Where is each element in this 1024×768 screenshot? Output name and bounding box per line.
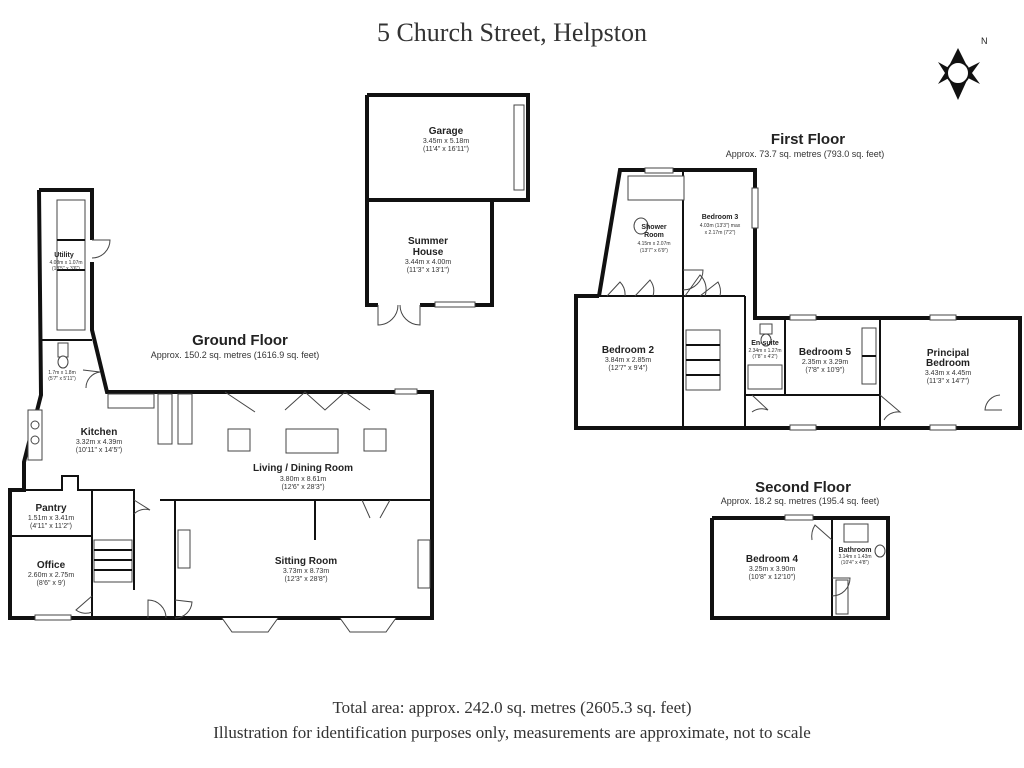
utility-metric: 4.08m x 1.07m	[49, 260, 82, 266]
bedroom-3-name: Bedroom 3	[702, 214, 739, 221]
office-imperial: (8'6" x 9')	[37, 580, 66, 587]
wc-imperial: (5'7" x 5'11")	[48, 376, 76, 382]
kitchen-imperial: (10'11" x 14'5")	[76, 447, 122, 454]
office-name: Office	[37, 560, 66, 571]
bedroom-2-metric: 3.84m x 2.85m	[605, 357, 651, 364]
bedroom-4-name: Bedroom 4	[746, 554, 799, 565]
bedroom-4-metric: 3.25m x 3.90m	[749, 566, 795, 573]
bedroom-5-name: Bedroom 5	[799, 347, 852, 358]
shower-room-name-1: Shower	[641, 224, 667, 231]
en-suite-name: En-suite	[751, 340, 779, 347]
second-floor-walls	[710, 514, 890, 620]
garage-imperial: (11'4" x 16'11")	[423, 146, 469, 153]
kitchen-metric: 3.32m x 4.39m	[76, 439, 122, 446]
summer-house-name-2: House	[413, 247, 444, 258]
bedroom-2-name: Bedroom 2	[602, 345, 655, 356]
bedroom-5-metric: 2.35m x 3.29m	[802, 359, 848, 366]
bedroom-3-imperial: x 2.17m (7'2")	[705, 230, 736, 236]
sitting-room-name: Sitting Room	[275, 556, 337, 567]
en-suite-imperial: (7'8" x 4'2")	[752, 354, 778, 360]
shower-room-name-2: Room	[644, 232, 664, 239]
compass-icon: N	[938, 36, 988, 100]
garage-summer-house	[365, 93, 530, 326]
bedroom-5-imperial: (7'8" x 10'9")	[805, 367, 844, 374]
first-floor-heading: First Floor	[771, 131, 845, 148]
bedroom-4-imperial: (10'8" x 12'10")	[749, 574, 796, 581]
pantry-metric: 1.51m x 3.41m	[28, 515, 74, 522]
ground-floor-heading: Ground Floor	[192, 332, 288, 349]
shower-room-metric: 4.15m x 2.07m	[637, 241, 670, 247]
pantry-name: Pantry	[35, 503, 67, 514]
living-dining-imperial: (12'6" x 28'3")	[281, 484, 324, 491]
garage-name: Garage	[429, 126, 464, 137]
plan-title: 5 Church Street, Helpston	[377, 18, 647, 47]
bedroom-2-imperial: (12'7" x 9'4")	[608, 365, 647, 372]
wc-metric: 1.7m x 1.8m	[48, 370, 76, 376]
second-floor-area: Approx. 18.2 sq. metres (195.4 sq. feet)	[721, 496, 880, 506]
summer-house-metric: 3.44m x 4.00m	[405, 259, 451, 266]
shower-room-imperial: (13'7" x 6'9")	[640, 248, 668, 254]
summer-house-imperial: (11'3" x 13'1")	[407, 267, 450, 274]
living-dining-name: Living / Dining Room	[253, 463, 353, 474]
utility-name: Utility	[54, 252, 74, 259]
principal-bedroom-name-2: Bedroom	[926, 358, 970, 369]
pantry-imperial: (4'11" x 11'2")	[30, 523, 72, 530]
bathroom-metric: 3.14m x 1.43m	[838, 554, 871, 560]
garage-metric: 3.45m x 5.18m	[423, 138, 469, 145]
principal-bedroom-imperial: (11'3" x 14'7")	[927, 378, 970, 385]
total-area: Total area: approx. 242.0 sq. metres (26…	[332, 698, 691, 717]
bathroom-imperial: (10'4" x 4'8")	[841, 560, 869, 566]
ground-floor-walls	[8, 188, 434, 633]
second-floor-heading: Second Floor	[755, 479, 851, 496]
sitting-room-imperial: (12'3" x 28'8")	[284, 576, 327, 583]
en-suite-metric: 2.34m x 1.27m	[748, 348, 781, 354]
office-metric: 2.60m x 2.75m	[28, 572, 74, 579]
summer-house-name-1: Summer	[408, 236, 448, 247]
utility-imperial: (13'5" x 3'6")	[52, 266, 80, 272]
sitting-room-metric: 3.73m x 8.73m	[283, 568, 329, 575]
disclaimer: Illustration for identification purposes…	[213, 723, 811, 742]
compass-north-label: N	[981, 36, 988, 46]
principal-bedroom-metric: 3.43m x 4.45m	[925, 370, 971, 377]
bathroom-name: Bathroom	[838, 547, 871, 554]
living-dining-metric: 3.80m x 8.61m	[280, 476, 326, 483]
first-floor-walls	[574, 167, 1022, 431]
principal-bedroom-name-1: Principal	[927, 348, 969, 359]
ground-floor-area: Approx. 150.2 sq. metres (1616.9 sq. fee…	[151, 350, 320, 360]
bedroom-3-metric: 4.03m (13'3") max	[700, 223, 741, 229]
first-floor-area: Approx. 73.7 sq. metres (793.0 sq. feet)	[726, 149, 885, 159]
kitchen-name: Kitchen	[81, 427, 118, 438]
